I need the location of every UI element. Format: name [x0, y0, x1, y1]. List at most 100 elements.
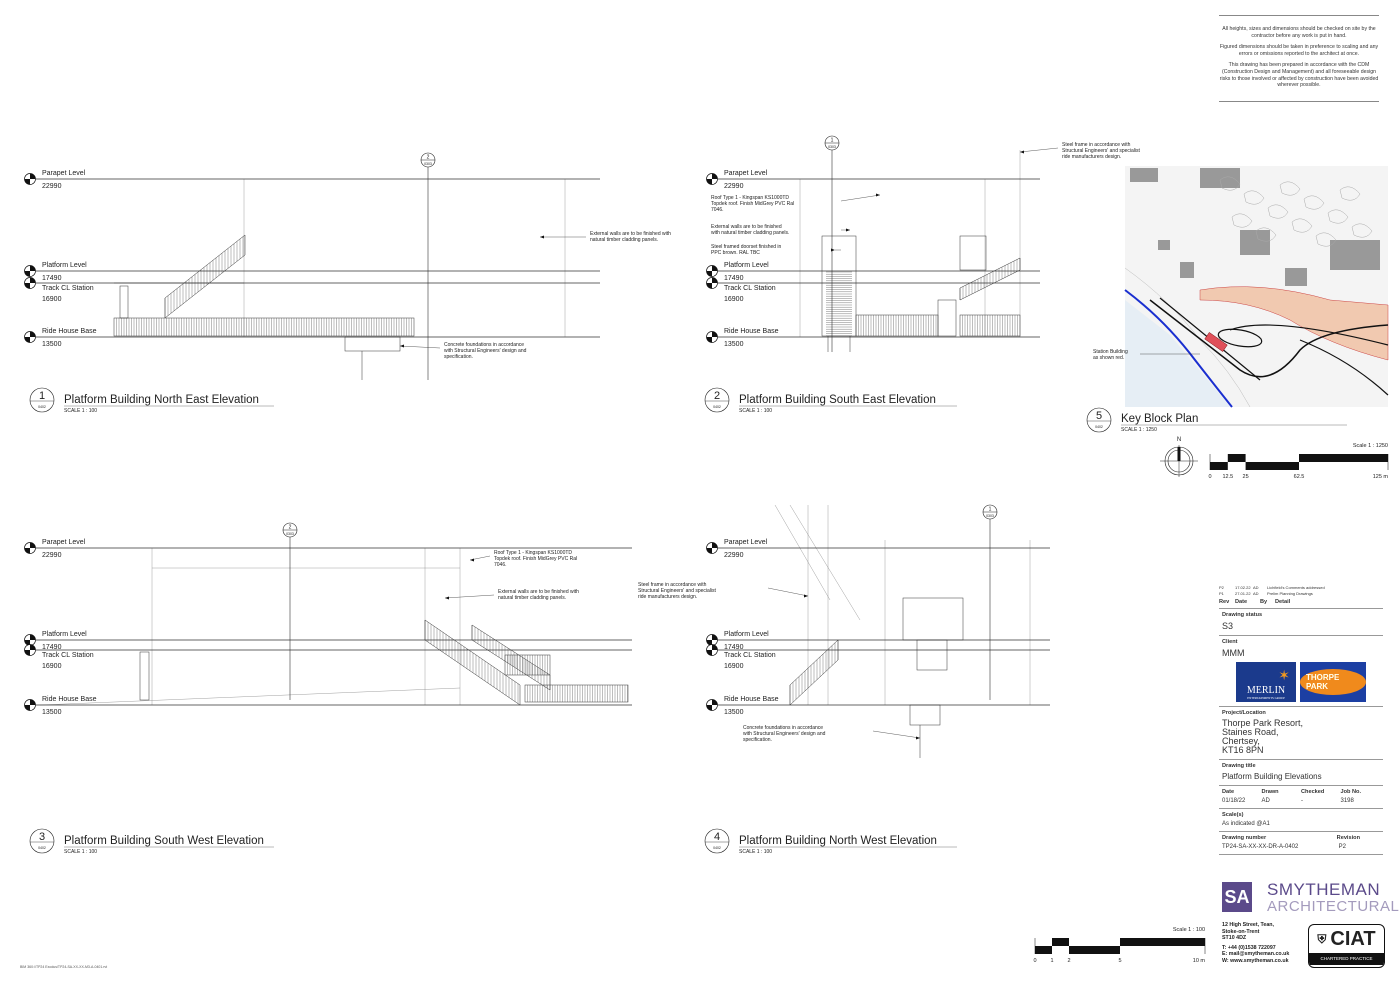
value: P2: [1338, 844, 1346, 850]
level-name: Parapet Level: [724, 170, 768, 177]
drawing-line: [444, 594, 495, 599]
level-name: Platform Level: [724, 262, 769, 269]
view-sheet: 0402: [713, 405, 721, 409]
header: Rev: [1219, 599, 1230, 605]
level-name: Parapet Level: [42, 170, 86, 177]
river: [1124, 289, 1233, 408]
level-value: 22990: [724, 183, 744, 190]
drawing-line: [399, 345, 441, 349]
park-area: [1199, 286, 1389, 361]
label: Drawn: [1261, 789, 1279, 795]
station-note: as shown red.: [1093, 355, 1124, 361]
annotation-line: ride manufacturers design.: [638, 594, 697, 600]
level-value: 13500: [724, 709, 744, 716]
email-link[interactable]: E: mail@smytheman.co.uk: [1222, 951, 1290, 957]
annotation-line: External walls are to be finished with: [590, 231, 671, 237]
view-number: 1: [39, 390, 45, 402]
note: Figured dimensions should be taken in pr…: [1219, 44, 1379, 57]
level-name: Platform Level: [42, 262, 87, 269]
scalebar-tick: 125 m: [1373, 474, 1389, 480]
rev-by: AD: [1253, 585, 1259, 590]
annotation: Steel frame in accordance withStructural…: [638, 582, 809, 600]
level-name: Track CL Station: [724, 652, 776, 659]
note: All heights, sizes and dimensions should…: [1222, 26, 1376, 39]
drawing-line: [774, 504, 831, 601]
scalebar-title: Scale 1 : 100: [1173, 927, 1205, 933]
building-block: [1180, 262, 1194, 278]
scalebar-segment: [1120, 938, 1205, 946]
ciat-text: CIAT: [1330, 927, 1376, 950]
scalebar-tick: 5: [1118, 958, 1121, 964]
rev-date: 17.02.22: [1235, 585, 1251, 590]
header: Date: [1235, 599, 1248, 605]
view-scale: SCALE 1 : 100: [64, 849, 97, 855]
level-name: Platform Level: [724, 631, 769, 638]
view-sheet: 0402: [1095, 425, 1103, 429]
building-block: [1330, 240, 1380, 270]
annotation-line: Steel framed doorset finished in: [711, 244, 782, 250]
platform-box: [902, 597, 964, 641]
annotation-line: natural timber cladding panels.: [590, 237, 658, 243]
label: Client: [1222, 639, 1238, 645]
level-name: Track CL Station: [42, 285, 94, 292]
section-number: 1: [831, 138, 834, 144]
line: Thorpe Park Resort,: [1222, 718, 1304, 728]
track-loop: [1217, 328, 1263, 348]
annotation-line: Steel frame in accordance with: [638, 582, 707, 588]
annotation-line: Topdek roof. Finish MidGrey PVC Ral: [494, 556, 577, 562]
scalebar-segment: [1227, 454, 1246, 462]
header: By: [1260, 599, 1268, 605]
rev: P1: [1219, 591, 1224, 596]
section-number: 2: [427, 155, 430, 161]
level-name: Parapet Level: [42, 539, 86, 546]
annotation-line: External walls are to be finished with: [498, 589, 579, 595]
label: Revision: [1336, 835, 1360, 841]
annotation-line: Roof Type 1 - Kingspan KS1000TD: [711, 195, 789, 201]
scalebar-tick: 1: [1050, 958, 1053, 964]
view-scale: SCALE 1 : 100: [739, 849, 772, 855]
label: Date: [1222, 789, 1235, 795]
label: Drawing status: [1222, 612, 1263, 618]
line: Staines Road,: [1222, 727, 1279, 737]
level-value: 17490: [42, 644, 62, 651]
label: Drawing title: [1222, 763, 1256, 769]
level-value: 13500: [42, 709, 62, 716]
view-title-text: Platform Building North West Elevation: [739, 835, 937, 847]
level-name: Parapet Level: [724, 539, 768, 546]
website-link[interactable]: W: www.smytheman.co.uk: [1222, 957, 1289, 964]
view-title-text: Platform Building South West Elevation: [64, 835, 264, 847]
drawing-line: [1019, 147, 1059, 153]
track: [1149, 299, 1389, 378]
section-sheet: 0303: [828, 145, 836, 149]
level-value: 16900: [42, 663, 62, 670]
doorset: [937, 299, 957, 337]
rev-date: 27.01.22: [1235, 591, 1251, 596]
rev: P2: [1219, 585, 1224, 590]
view-sheet: 0402: [38, 405, 46, 409]
scalebar-title: Scale 1 : 1250: [1353, 443, 1388, 449]
annotation-line: with Structural Engineers' design and: [444, 348, 527, 354]
label: Drawing number: [1222, 835, 1267, 841]
